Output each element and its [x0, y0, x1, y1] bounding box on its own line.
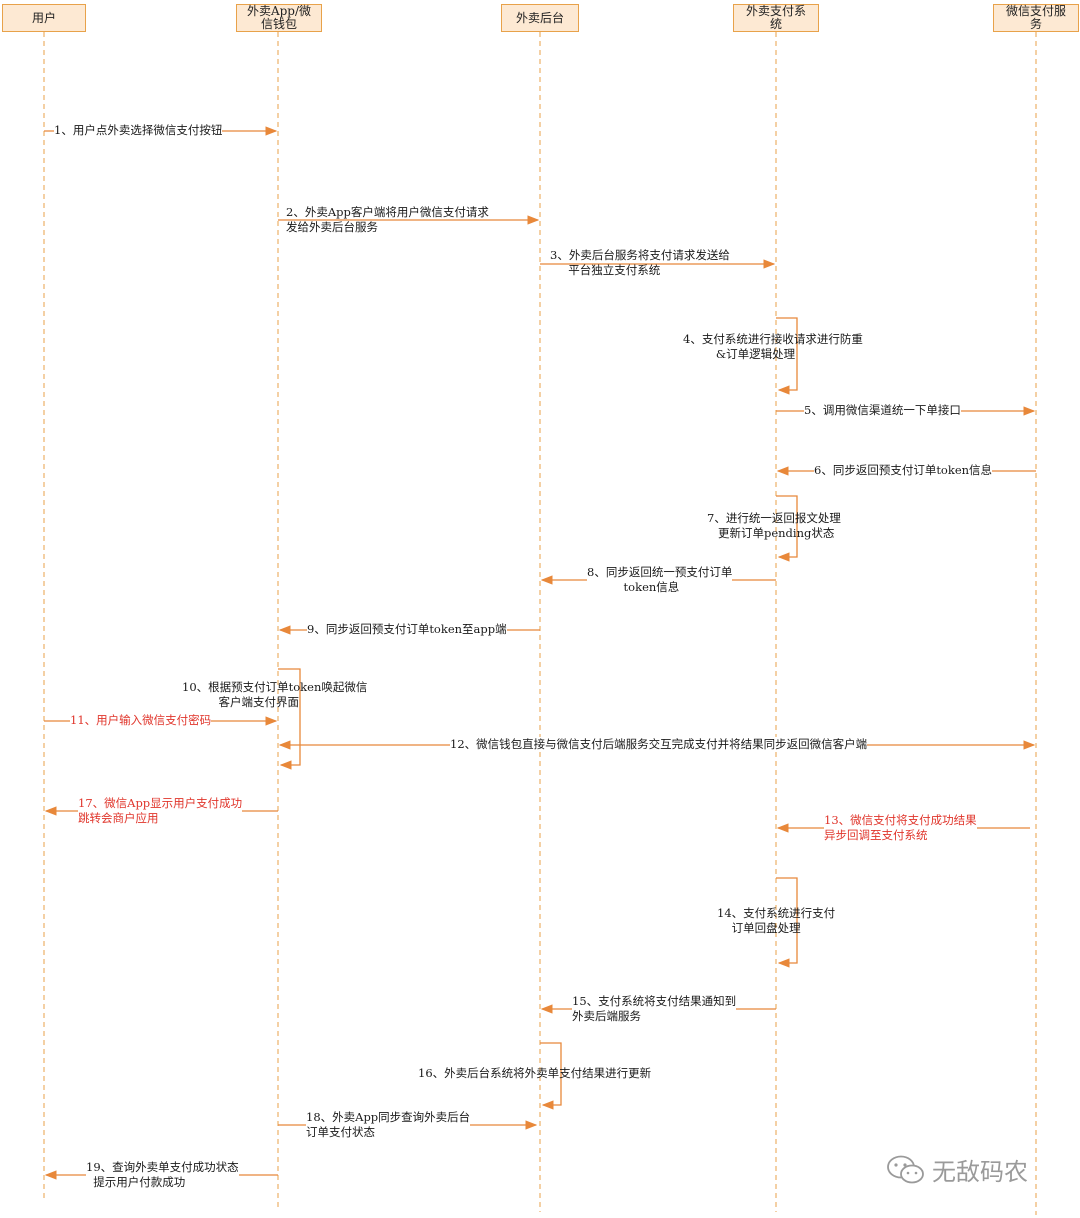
- message-3: 3、外卖后台服务将支付请求发送给 平台独立支付系统: [550, 248, 730, 277]
- message-4: 4、支付系统进行接收请求进行防重 &订单逻辑处理: [683, 332, 863, 361]
- message-1: 1、用户点外卖选择微信支付按钮: [54, 123, 223, 138]
- watermark-text: 无敌码农: [932, 1158, 1028, 1186]
- actor-wechat: 微信支付服 务: [993, 4, 1079, 32]
- actor-pay: 外卖支付系 统: [733, 4, 819, 32]
- actor-app: 外卖App/微 信钱包: [236, 4, 322, 32]
- message-11: 11、用户输入微信支付密码: [70, 713, 212, 728]
- message-5: 5、调用微信渠道统一下单接口: [804, 403, 961, 418]
- message-12: 12、微信钱包直接与微信支付后端服务交互完成支付并将结果同步返回微信客户端: [450, 737, 868, 752]
- actor-backend: 外卖后台: [501, 4, 579, 32]
- message-15: 15、支付系统将支付结果通知到 外卖后端服务: [572, 994, 737, 1024]
- message-17: 17、微信App显示用户支付成功 跳转会商户应用: [78, 796, 243, 826]
- message-18: 18、外卖App同步查询外卖后台 订单支付状态: [306, 1110, 471, 1140]
- message-14: 14、支付系统进行支付 订单回盘处理: [717, 906, 836, 935]
- watermark: 无敌码农: [886, 1152, 1028, 1187]
- arrow-14: [776, 877, 798, 968]
- message-13: 13、微信支付将支付成功结果 异步回调至支付系统: [824, 813, 977, 843]
- message-8: 8、同步返回统一预支付订单 token信息: [587, 565, 733, 595]
- message-6: 6、同步返回预支付订单token信息: [814, 463, 993, 478]
- message-10: 10、根据预支付订单token唤起微信 客户端支付界面: [182, 680, 368, 709]
- message-2: 2、外卖App客户端将用户微信支付请求 发给外卖后台服务: [286, 205, 489, 234]
- message-19: 19、查询外卖单支付成功状态 提示用户付款成功: [86, 1160, 239, 1190]
- arrow-16: [540, 1042, 562, 1110]
- actor-user: 用户: [2, 4, 86, 32]
- message-16: 16、外卖后台系统将外卖单支付结果进行更新: [418, 1066, 652, 1080]
- arrow-7: [776, 495, 798, 562]
- arrow-4: [776, 317, 798, 395]
- message-9: 9、同步返回预支付订单token至app端: [307, 622, 507, 637]
- wechat-logo-icon: [887, 1155, 924, 1183]
- message-7: 7、进行统一返回报文处理 更新订单pending状态: [707, 511, 841, 540]
- arrow-10: [278, 668, 301, 770]
